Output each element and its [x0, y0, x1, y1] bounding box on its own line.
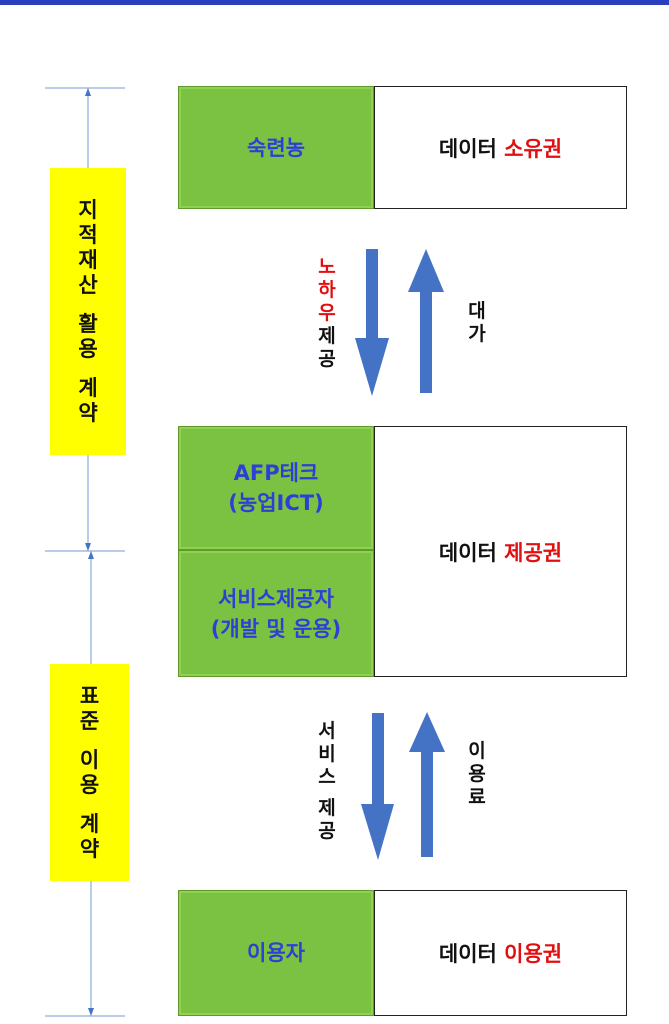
- actor-label: 숙련농: [247, 135, 305, 160]
- standard-contract-label: 표 준 이 용 계 약: [50, 664, 129, 881]
- right-prefix: 데이터: [438, 540, 497, 565]
- label-char: 료: [468, 786, 486, 808]
- right-box-usage: 데이터 이용권: [374, 890, 627, 1016]
- ip-contract-char: 산: [78, 272, 98, 297]
- label-char: 대: [468, 300, 486, 322]
- ip-contract-char: 계: [78, 375, 98, 400]
- service-provision-label: 서 비 스 제 공: [314, 720, 340, 843]
- actor-box-expert-farmer: 숙련농: [178, 86, 374, 209]
- label-char: 용: [468, 763, 486, 785]
- label-char: 스: [318, 766, 336, 788]
- dimension-arrowhead-upper-top: [85, 88, 91, 96]
- right-highlight: 소유권: [504, 136, 563, 161]
- standard-contract-char: 준: [79, 708, 100, 733]
- label-char: 제: [318, 325, 336, 347]
- compensation-label: 대 가: [464, 300, 490, 346]
- dimension-arrowhead-upper-bottom: [85, 543, 91, 551]
- up-arrow-upper: [408, 249, 444, 393]
- label-char: 제: [318, 797, 336, 819]
- ip-contract-char: 약: [78, 400, 98, 425]
- knowhow-provision-label: 노 하 우 제 공: [314, 256, 340, 371]
- dimension-arrowhead-lower-bottom: [88, 1008, 94, 1016]
- right-prefix: 데이터: [438, 942, 497, 966]
- label-char: 우: [318, 302, 336, 324]
- down-arrow-upper: [355, 249, 389, 396]
- label-char: 하: [318, 279, 336, 301]
- actor-sublabel: (농업ICT): [228, 491, 324, 515]
- actor-box-user: 이용자: [178, 890, 374, 1016]
- label-char: 노: [318, 256, 336, 278]
- right-highlight: 제공권: [504, 540, 563, 565]
- actor-box-service-provider: 서비스제공자 (개발 및 운용): [178, 550, 374, 677]
- label-char: 공: [318, 820, 336, 842]
- standard-contract-char: 약: [79, 836, 100, 861]
- standard-contract-char: 표: [79, 683, 100, 708]
- actor-label: 이용자: [247, 941, 305, 965]
- right-box-provision: 데이터 제공권: [374, 426, 627, 677]
- dimension-arrowhead-lower-top: [88, 551, 94, 559]
- right-prefix: 데이터: [438, 136, 497, 161]
- usage-fee-label: 이 용 료: [464, 740, 490, 809]
- actor-box-afp-tech: AFP테크 (농업ICT): [178, 426, 374, 550]
- ip-contract-char: 재: [78, 247, 98, 272]
- actor-label: 서비스제공자: [218, 586, 334, 611]
- ip-contract-char: 지: [78, 197, 98, 222]
- down-arrow-lower: [361, 713, 394, 860]
- standard-contract-char: 용: [79, 772, 100, 797]
- right-highlight: 이용권: [504, 942, 563, 966]
- label-char: 비: [318, 743, 336, 765]
- actor-sublabel: (개발 및 운용): [210, 616, 342, 641]
- ip-contract-label: 지 적 재 산 활 용 계 약: [50, 168, 126, 455]
- ip-contract-char: 용: [78, 336, 98, 361]
- label-char: 가: [468, 323, 486, 345]
- actor-label: AFP테크: [233, 461, 319, 485]
- top-accent-bar: [0, 0, 669, 5]
- up-arrow-lower: [409, 712, 445, 857]
- label-char: 이: [468, 740, 486, 762]
- ip-contract-char: 활: [78, 311, 98, 336]
- right-box-ownership: 데이터 소유권: [374, 86, 627, 209]
- standard-contract-char: 계: [79, 811, 100, 836]
- label-char: 서: [318, 720, 336, 742]
- label-char: 공: [318, 348, 336, 370]
- standard-contract-char: 이: [79, 747, 100, 772]
- ip-contract-char: 적: [78, 222, 98, 247]
